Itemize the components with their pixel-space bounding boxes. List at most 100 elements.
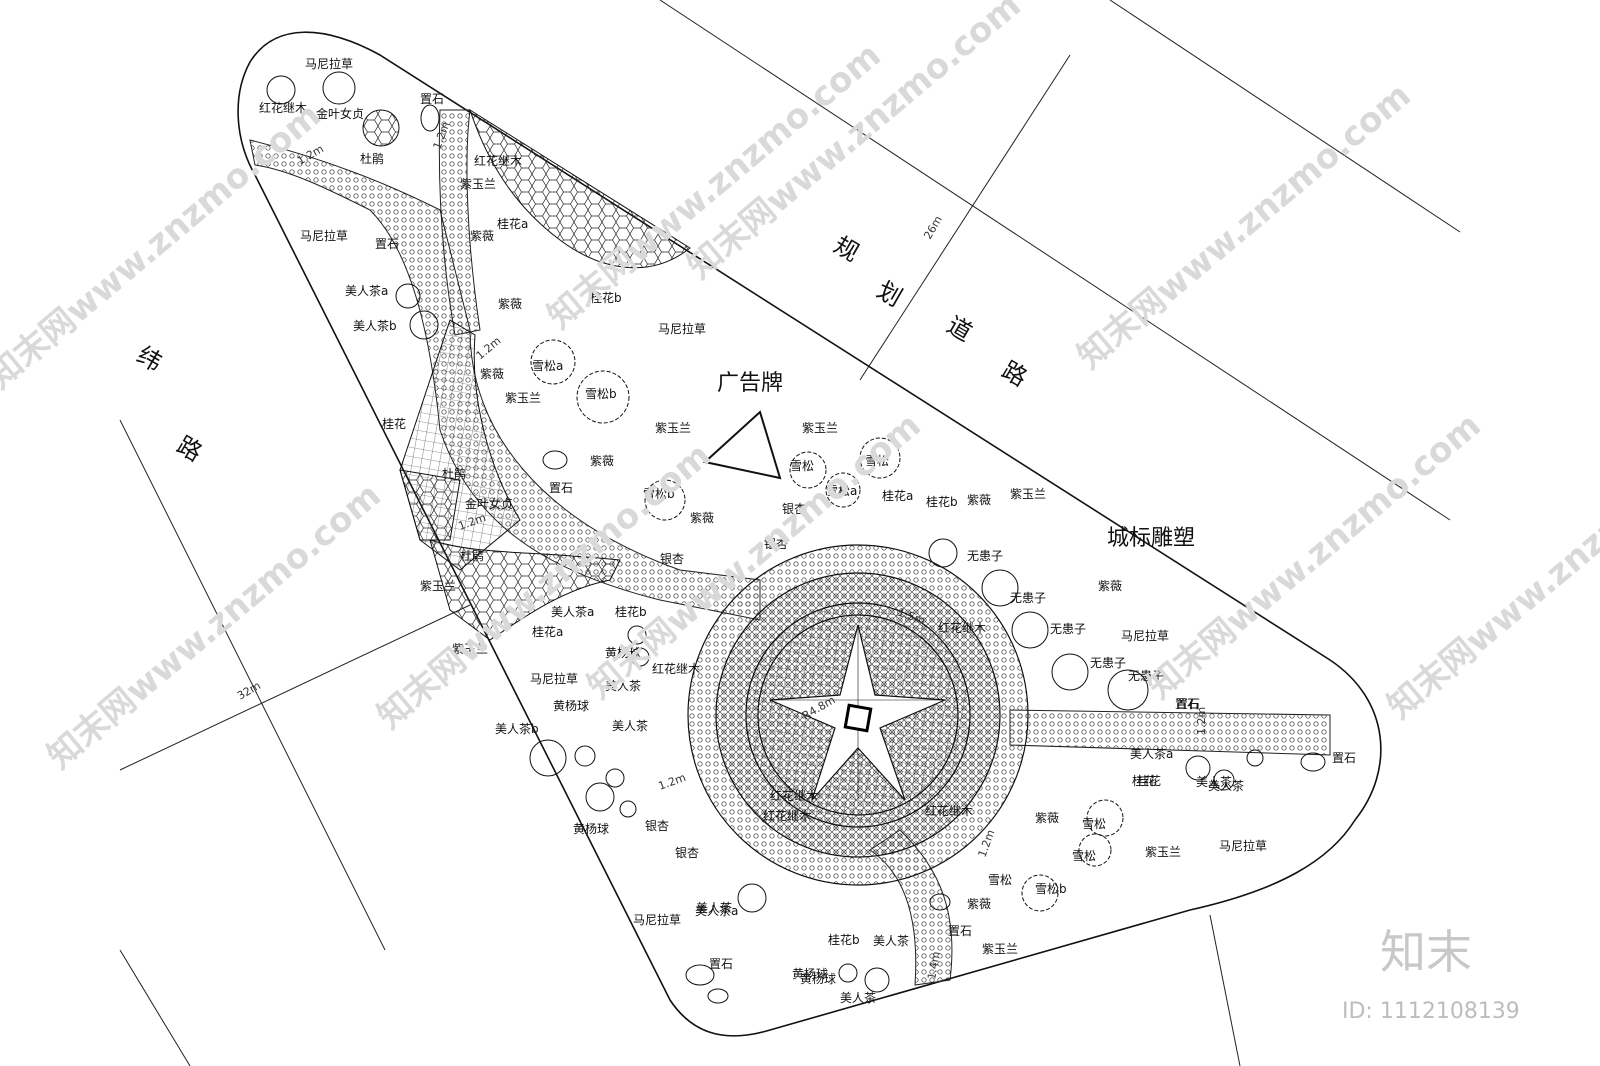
plant-label: 紫薇	[1098, 579, 1122, 593]
tree-symbols	[266, 71, 1326, 1004]
plant-label: 紫玉兰	[982, 942, 1018, 956]
plant-label: 美人茶	[696, 900, 732, 915]
plant-label: 美人茶a	[1130, 746, 1173, 761]
watermark-id: ID: 1112108139	[1342, 999, 1520, 1024]
watermark-brand: 知末	[1380, 925, 1472, 979]
plant-label: 紫薇	[690, 511, 714, 525]
plant-label: 无患子	[1010, 591, 1046, 605]
plant-label: 雪松	[1082, 817, 1106, 831]
road-name-char-right: 道	[942, 311, 977, 347]
plant-label: 紫玉兰	[655, 421, 691, 435]
plant-label: 桂花a	[532, 624, 563, 639]
plant-label: 置石	[709, 957, 733, 971]
plant-label: 雪松a	[532, 359, 563, 373]
plant-label: 置石	[1175, 697, 1199, 711]
park-boundary	[237, 31, 1382, 1037]
planting-beds	[399, 108, 691, 641]
plant-label: 紫玉兰	[420, 579, 456, 593]
billboard-label: 广告牌	[717, 371, 783, 396]
plant-label: 杜鹃	[460, 548, 484, 563]
watermark-text: 知末网www.znzmo.com	[1070, 75, 1419, 377]
plant-label: 桂花b	[590, 290, 622, 305]
plant-label: 雪松b	[643, 487, 675, 501]
road-lines	[119, 0, 1461, 1066]
plant-label: 紫玉兰	[1145, 845, 1181, 859]
watermark-text: 知末网www.znzmo.com	[540, 35, 889, 337]
sculpture-label: 城标雕塑	[1107, 526, 1195, 551]
plant-label: 美人茶	[840, 990, 876, 1005]
plant-label: 置石	[1176, 697, 1200, 711]
plant-labels: 马尼拉草红花继木金叶女贞置石杜鹃红花继木紫玉兰马尼拉草置石桂花a紫薇美人茶a紫薇…	[259, 56, 1356, 1005]
plant-label: 桂花a	[882, 488, 913, 503]
plant-label: 银杏	[782, 502, 806, 516]
plant-label: 置石	[549, 481, 573, 495]
plant-label: 美人茶b	[495, 721, 539, 736]
plant-label: 马尼拉草	[305, 56, 353, 71]
plant-label: 马尼拉草	[658, 321, 706, 336]
plant-label: 雪松b	[585, 387, 617, 401]
plant-label: 紫薇	[470, 229, 494, 243]
plant-label: 桂花	[1137, 773, 1161, 788]
plant-label: 紫玉兰	[452, 642, 488, 656]
plant-label: 美人茶	[1208, 778, 1244, 793]
plant-label: 紫玉兰	[1010, 487, 1046, 501]
sculpture-base	[843, 703, 873, 733]
plant-label: 置石	[1332, 751, 1356, 765]
plant-label: 美人茶a	[345, 283, 388, 298]
road-name-char-right: 规	[829, 231, 864, 267]
plant-label: 红花继木	[259, 100, 307, 115]
plant-label: 马尼拉草	[530, 671, 578, 686]
road-width-dim: 32m	[235, 679, 263, 703]
plant-label: 马尼拉草	[1121, 628, 1169, 643]
plant-label: 红花继木	[652, 661, 700, 676]
plant-label: 马尼拉草	[633, 912, 681, 927]
plant-label: 雪松b	[1035, 882, 1067, 896]
plant-label: 美人茶	[1196, 774, 1232, 789]
plant-label: 无患子	[1090, 656, 1126, 670]
plant-label: 红花继木	[474, 153, 522, 168]
plant-label: 雪松a	[826, 484, 857, 498]
road-name-char-left: 纬	[132, 341, 167, 377]
plant-label: 紫薇	[967, 897, 991, 911]
plant-label: 银杏	[660, 552, 684, 566]
plant-label: 紫薇	[590, 454, 614, 468]
plant-label: 银杏	[675, 846, 699, 860]
plant-label: 无患子	[1050, 622, 1086, 636]
plant-label: 桂花a	[497, 216, 528, 231]
plant-label: 桂花	[1132, 773, 1156, 788]
plant-label: 置石	[948, 924, 972, 938]
plant-label: 桂花b	[615, 604, 647, 619]
plant-label: 黄杨球	[553, 698, 589, 713]
dimension-label: 1.2m	[474, 334, 504, 362]
road-name-char-right: 划	[872, 276, 907, 312]
plant-label: 红花继木	[763, 808, 811, 823]
plant-label: 银杏	[764, 537, 788, 551]
plant-label: 雪松	[1072, 849, 1096, 863]
plant-label: 马尼拉草	[300, 228, 348, 243]
plant-label: 黄杨球	[605, 645, 641, 660]
plant-label: 美人茶	[873, 933, 909, 948]
plant-label: 美人茶	[605, 678, 641, 693]
plant-label: 红花继木	[938, 620, 986, 635]
plant-label: 雪松	[988, 873, 1012, 887]
plant-label: 桂花b	[828, 932, 860, 947]
plant-label: 美人茶b	[353, 318, 397, 333]
road-name-char-right: 路	[997, 356, 1032, 392]
plant-label: 紫薇	[498, 297, 522, 311]
plant-label: 紫玉兰	[802, 421, 838, 435]
central-plaza	[687, 544, 1029, 886]
billboard-marker	[702, 410, 782, 480]
watermark-text: 知末网www.znzmo.com	[40, 475, 389, 777]
plant-label: 红花继木	[770, 788, 818, 803]
plant-label: 桂花b	[926, 494, 958, 509]
plant-label: 桂花	[382, 416, 406, 431]
plant-label: 紫薇	[1035, 811, 1059, 825]
plant-label: 银杏	[645, 819, 669, 833]
dimension-label: 1.2m	[657, 771, 688, 793]
plant-label: 紫玉兰	[460, 177, 496, 191]
plant-label: 黄杨球	[800, 971, 836, 986]
plant-label: 紫薇	[480, 367, 504, 381]
plant-label: 雪松	[790, 459, 814, 473]
plant-label: 黄杨球	[792, 966, 828, 981]
